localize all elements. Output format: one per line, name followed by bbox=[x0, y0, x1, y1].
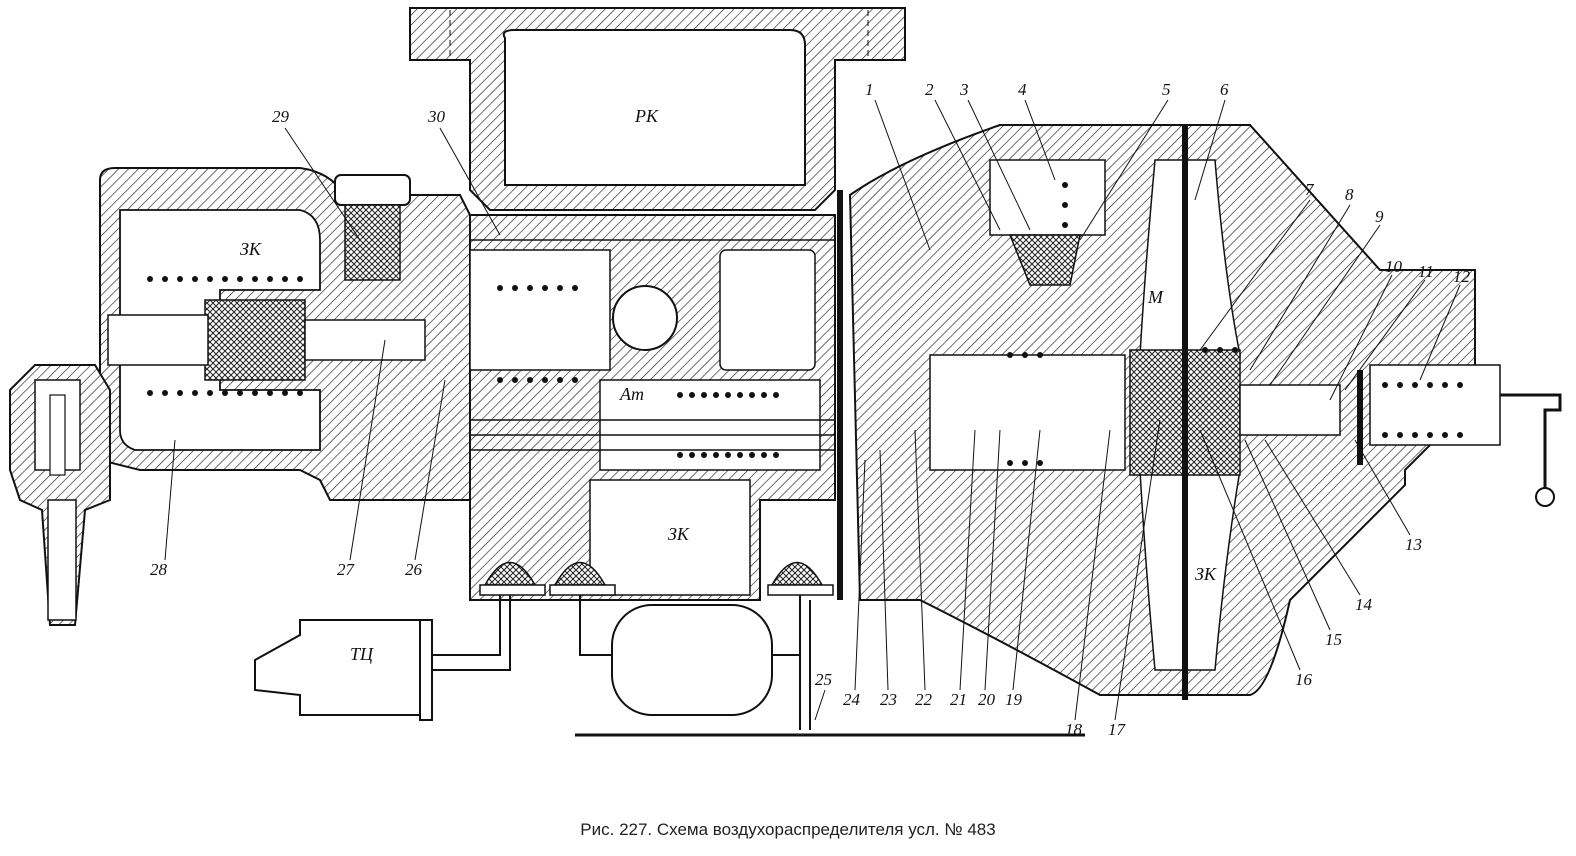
callout-1: 1 bbox=[865, 80, 874, 99]
callout-7: 7 bbox=[1305, 180, 1315, 199]
zone-label-m: М bbox=[1147, 287, 1164, 307]
callout-6: 6 bbox=[1220, 80, 1229, 99]
callout-numbers: 1 2 3 4 5 6 7 8 9 10 11 12 13 14 15 16 1… bbox=[150, 80, 1471, 739]
zone-label-rk: РК bbox=[634, 106, 659, 126]
zone-label-at: Ат bbox=[619, 384, 644, 404]
callout-8: 8 bbox=[1345, 185, 1354, 204]
zone-label-zk-left: ЗК bbox=[240, 239, 262, 259]
callout-22: 22 bbox=[915, 690, 933, 709]
spring-coil bbox=[147, 276, 303, 396]
callout-5: 5 bbox=[1162, 80, 1171, 99]
callout-19: 19 bbox=[1005, 690, 1023, 709]
callout-14: 14 bbox=[1355, 595, 1373, 614]
zone-label-zk-right: ЗК bbox=[1195, 564, 1217, 584]
zone-label-zk-mid: ЗК bbox=[668, 524, 690, 544]
callout-13: 13 bbox=[1405, 535, 1422, 554]
figure-caption: Рис. 227. Схема воздухораспределителя ус… bbox=[580, 820, 996, 839]
valve-29-housing bbox=[334, 174, 411, 281]
callout-2: 2 bbox=[925, 80, 934, 99]
callout-11: 11 bbox=[1418, 262, 1434, 281]
callout-12: 12 bbox=[1453, 267, 1471, 286]
callout-18: 18 bbox=[1065, 720, 1083, 739]
callout-27: 27 bbox=[337, 560, 356, 579]
callout-26: 26 bbox=[405, 560, 423, 579]
callout-20: 20 bbox=[978, 690, 996, 709]
callout-16: 16 bbox=[1295, 670, 1313, 689]
spare-reservoir bbox=[575, 595, 1085, 737]
callout-3: 3 bbox=[959, 80, 969, 99]
callout-30: 30 bbox=[427, 107, 446, 126]
brake-cylinder bbox=[254, 595, 511, 721]
check-valve-left bbox=[9, 364, 111, 626]
callout-10: 10 bbox=[1385, 257, 1403, 276]
leader-lines bbox=[164, 99, 1461, 721]
callout-25: 25 bbox=[815, 670, 832, 689]
diaphragm bbox=[479, 561, 834, 596]
callout-21: 21 bbox=[950, 690, 967, 709]
working-chamber-housing bbox=[409, 7, 906, 211]
callout-23: 23 bbox=[880, 690, 897, 709]
magistral-part-body bbox=[848, 124, 1562, 700]
callout-17: 17 bbox=[1108, 720, 1127, 739]
middle-section bbox=[469, 214, 836, 601]
callout-29: 29 bbox=[272, 107, 290, 126]
callout-15: 15 bbox=[1325, 630, 1342, 649]
callout-24: 24 bbox=[843, 690, 861, 709]
main-part-body bbox=[99, 167, 471, 501]
callout-9: 9 bbox=[1375, 207, 1384, 226]
zone-label-tc: ТЦ bbox=[350, 644, 374, 664]
callout-28: 28 bbox=[150, 560, 168, 579]
callout-4: 4 bbox=[1018, 80, 1027, 99]
